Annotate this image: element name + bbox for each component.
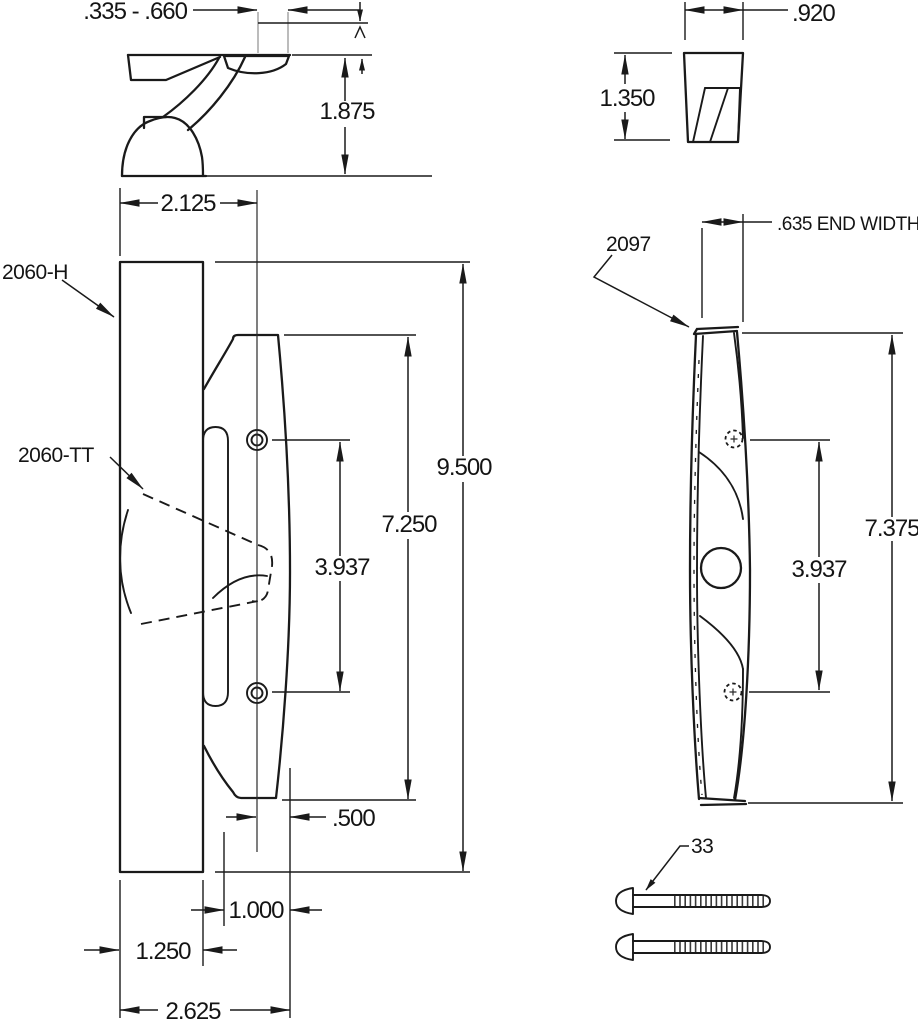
caret-arrow: [354, 25, 366, 39]
screws-figure: 33: [615, 835, 771, 961]
handle-grip-arc: [119, 509, 132, 614]
screw: [615, 887, 771, 915]
callout-2060-tt: 2060-TT: [18, 444, 95, 467]
dim-plate-height: 7.250: [381, 511, 437, 538]
handle-left-edge: [688, 333, 701, 801]
dim-overall-width: 2.625: [165, 998, 221, 1024]
grip-dome: [120, 115, 205, 178]
dim-stile-width: 1.250: [135, 938, 191, 965]
dim-keeper-height: 1.350: [599, 85, 655, 112]
grip-contour-lower: [699, 615, 744, 670]
escutcheon-plate: [202, 333, 292, 800]
handle-top-end: [692, 325, 740, 336]
handle-arm-left-edge: [161, 56, 221, 119]
callout-2060-h: 2060-H: [2, 261, 68, 284]
dim-hole-spacing-outside: 3.937: [791, 556, 847, 583]
leader-33: [645, 845, 689, 891]
outside-handle-view: 2097 .635 END WIDTH 7.375 3.937: [592, 214, 918, 807]
handle-right-edge: [733, 330, 752, 802]
keeper-pocket: [704, 87, 741, 143]
screw-shaft: [632, 894, 771, 908]
thumb-latch-cam: [212, 574, 268, 599]
spindle-hole: [699, 546, 743, 590]
callout-2097: 2097: [606, 233, 651, 256]
callout-33: 33: [691, 835, 713, 858]
leader-2097: [592, 254, 690, 328]
hidden-handle-outline: [140, 493, 274, 625]
inside-assembly-view: 2060-H 2060-TT 2.125 9.500 7.250 3.937 .…: [2, 188, 493, 1024]
dim-hole-offset: .500: [332, 805, 375, 832]
mount-flange: [126, 53, 222, 82]
handle-arm-right-edge: [186, 55, 247, 132]
screw-shaft: [632, 940, 771, 954]
side-profile-view: .335 - .660 1.875: [83, 0, 432, 178]
door-stile: [118, 260, 205, 874]
plate-rib: [202, 426, 229, 707]
dim-edge-to-center: 2.125: [160, 190, 216, 217]
keeper-view: .920 1.350: [599, 0, 836, 144]
leader-2060-tt: [109, 456, 144, 490]
hidden-screw-hole-top: [724, 429, 744, 449]
handle-end-cap: [222, 54, 291, 75]
screw-head: [615, 887, 634, 915]
dim-projection-range: .335 - .660: [83, 0, 187, 25]
handle-bottom-end: [697, 796, 748, 807]
dim-hole-spacing-front: 3.937: [314, 554, 370, 581]
hidden-screw-hole-bottom: [723, 682, 743, 702]
dim-end-width: .635 END WIDTH: [777, 214, 918, 235]
screw: [615, 933, 771, 961]
dim-profile-height: 1.875: [319, 98, 375, 125]
leader-2060-h: [61, 279, 115, 318]
dim-outside-height: 7.375: [864, 515, 918, 542]
dim-overall-height: 9.500: [436, 454, 492, 481]
screw-head: [615, 933, 634, 961]
dim-keeper-width: .920: [792, 0, 835, 27]
grip-contour-upper: [698, 451, 744, 520]
dim-plate-width: 1.000: [228, 897, 284, 924]
